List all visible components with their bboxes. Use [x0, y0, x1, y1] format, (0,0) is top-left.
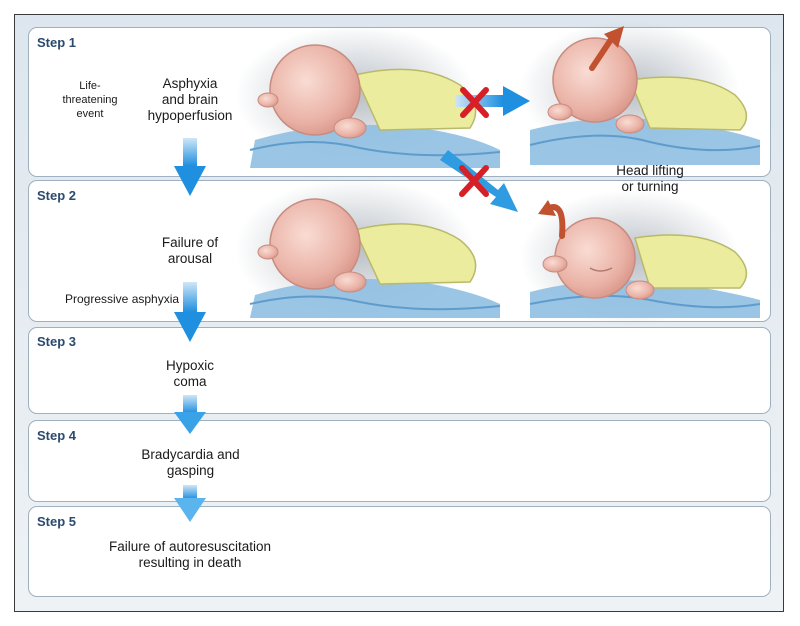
asphyxia-line-3: hypoperfusion	[147, 108, 233, 123]
life-threatening-line-3: event	[76, 108, 104, 120]
step-4-label: Step 4	[37, 428, 77, 443]
life-threatening-line-2: threatening	[62, 94, 118, 106]
step-2-label: Step 2	[37, 188, 77, 203]
step-3-panel	[28, 327, 771, 414]
step-1-label: Step 1	[37, 35, 77, 50]
bradycardia-line-2: gasping	[166, 463, 215, 478]
step-5-panel	[28, 506, 771, 597]
hypoxic-coma-line-2: coma	[173, 374, 207, 389]
life-threatening-label: Life- threatening event	[60, 79, 120, 121]
step-4-panel	[28, 420, 771, 502]
failure-arousal-label: Failure of arousal	[140, 235, 240, 267]
hypoxic-coma-line-1: Hypoxic	[165, 358, 214, 373]
bradycardia-label: Bradycardia and gasping	[118, 447, 263, 479]
autoresuscitation-line-2: resulting in death	[138, 555, 242, 570]
bradycardia-line-1: Bradycardia and	[141, 447, 240, 462]
asphyxia-line-2: and brain	[161, 92, 219, 107]
autoresuscitation-label: Failure of autoresuscitation resulting i…	[90, 539, 290, 571]
head-lifting-line-1: Head lifting	[616, 163, 684, 178]
hypoxic-coma-label: Hypoxic coma	[140, 358, 240, 390]
asphyxia-line-1: Asphyxia	[162, 76, 218, 91]
step-3-label: Step 3	[37, 334, 77, 349]
head-lifting-label: Head lifting or turning	[595, 163, 705, 195]
step-5-label: Step 5	[37, 514, 77, 529]
autoresuscitation-line-1: Failure of autoresuscitation	[108, 539, 272, 554]
asphyxia-label: Asphyxia and brain hypoperfusion	[130, 76, 250, 124]
failure-arousal-line-1: Failure of	[161, 235, 219, 250]
failure-arousal-line-2: arousal	[167, 251, 213, 266]
head-lifting-line-2: or turning	[621, 179, 679, 194]
life-threatening-line-1: Life-	[79, 80, 101, 92]
progressive-asphyxia-label: Progressive asphyxia	[65, 292, 180, 306]
